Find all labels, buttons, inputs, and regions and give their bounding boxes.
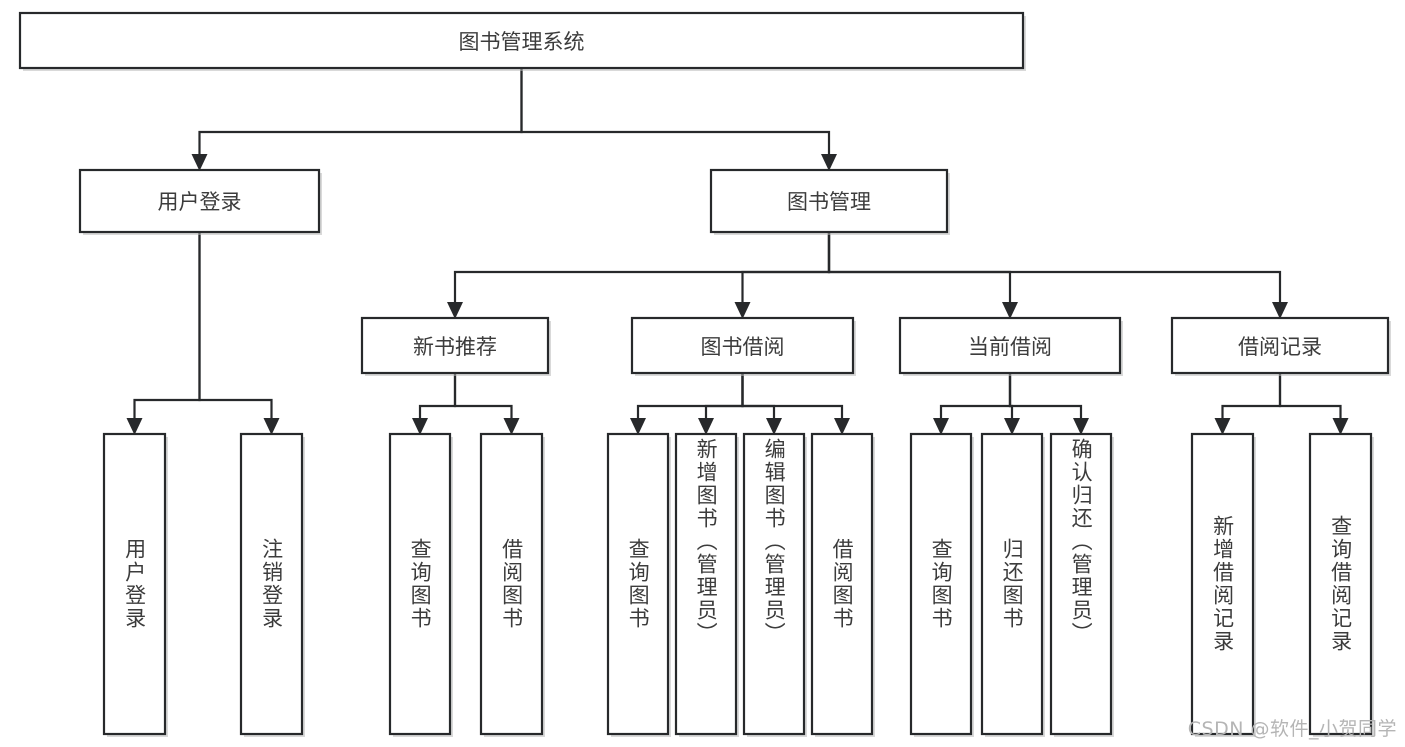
node-leaf_borrow_book_rec[interactable] [479,432,545,737]
node-rect [606,432,670,736]
edge-arrowhead-icon [263,418,280,435]
node-leaf_query_book_rec[interactable] [388,432,453,737]
node-layer [18,11,1391,737]
edge-arrowhead-icon [834,418,850,435]
edge-layer [126,68,1349,435]
edge-book-borrow-to-add [698,373,744,435]
node-leaf_borrow_book_b[interactable] [810,432,875,737]
edge-arrowhead-icon [766,418,782,435]
node-rect [102,432,167,736]
edge-path [520,68,831,159]
node-leaf_query_record[interactable] [1308,432,1374,737]
edge-arrowhead-icon [1214,418,1231,435]
edge-arrowhead-icon [126,418,143,435]
node-rect [1308,432,1373,736]
edge-user-login-to-leaf-user-login [126,232,201,435]
node-l3_borrow_record[interactable] [1170,316,1391,376]
edge-path [741,373,844,423]
edge-path [133,232,201,423]
edge-path [198,232,273,423]
edge-arrowhead-icon [191,154,208,171]
node-l2_book_mgmt[interactable] [709,168,950,235]
node-rect [909,432,973,736]
node-root[interactable] [18,11,1026,71]
node-l3_book_borrow[interactable] [630,316,856,376]
edge-path [827,232,1282,307]
edge-arrowhead-icon [698,418,714,435]
edge-arrowhead-icon [1004,418,1020,435]
node-rect [898,316,1122,375]
node-rect [78,168,321,234]
edge-user-login-to-leaf-logout [198,232,280,435]
edge-arrowhead-icon [1073,418,1089,435]
node-rect [810,432,874,736]
edge-path [1221,373,1282,423]
edge-book-mgmt-to-borrow-record [827,232,1288,319]
edge-path [453,232,831,307]
edge-arrowhead-icon [1002,302,1018,319]
node-rect [980,432,1044,736]
node-leaf_query_book_c[interactable] [909,432,974,737]
edge-book-borrow-to-borrow [741,373,850,435]
edge-arrowhead-icon [447,302,463,319]
node-rect [18,11,1025,70]
node-rect [479,432,544,736]
edge-new-book-rec-to-borrow [453,373,520,435]
node-leaf_edit_book[interactable] [742,432,807,737]
edge-current-borrow-to-query [933,373,1012,435]
edge-arrowhead-icon [734,302,751,319]
edge-book-mgmt-to-new-book-rec [447,232,831,319]
edge-arrowhead-icon [630,418,646,435]
node-rect [709,168,949,234]
node-l3_current_borrow[interactable] [898,316,1123,376]
edge-arrowhead-icon [1272,302,1288,319]
edge-path [704,373,744,423]
edge-current-borrow-to-confirm [1008,373,1089,435]
node-leaf_return_book[interactable] [980,432,1045,737]
node-leaf_user_login[interactable] [102,432,168,737]
edge-path [418,373,457,423]
node-rect [630,316,855,375]
edge-path [741,232,831,307]
edge-path [939,373,1012,423]
node-leaf_add_record[interactable] [1190,432,1256,737]
edge-root-to-user-login [191,68,523,171]
edge-path [827,232,1012,307]
edge-path [453,373,513,423]
node-rect [1190,432,1255,736]
node-rect [360,316,550,375]
edge-borrow-record-to-query [1278,373,1349,435]
edge-arrowhead-icon [503,418,520,435]
edge-current-borrow-to-return [1004,373,1020,435]
node-l3_new_book_rec[interactable] [360,316,551,376]
node-rect [674,432,738,736]
edge-path [1008,373,1083,423]
edge-root-to-book-mgmt [520,68,837,171]
node-rect [239,432,304,736]
edge-new-book-rec-to-query [412,373,457,435]
edge-path [1278,373,1342,423]
node-rect [388,432,452,736]
node-leaf_add_book[interactable] [674,432,739,737]
edge-book-borrow-to-query [630,373,744,435]
edge-arrowhead-icon [412,418,428,435]
edge-path [198,68,523,159]
edge-book-mgmt-to-current-borrow [827,232,1018,319]
edge-borrow-record-to-add [1214,373,1282,435]
edge-arrowhead-icon [821,154,837,171]
node-rect [1049,432,1113,736]
node-l2_user_login[interactable] [78,168,322,235]
edge-path [741,373,776,423]
node-leaf_query_book_b[interactable] [606,432,671,737]
node-leaf_logout[interactable] [239,432,305,737]
edge-book-borrow-to-edit [741,373,782,435]
edge-arrowhead-icon [1332,418,1349,435]
node-rect [742,432,806,736]
edge-arrowhead-icon [933,418,949,435]
edge-path [636,373,744,423]
edge-book-mgmt-to-book-borrow [734,232,831,319]
node-rect [1170,316,1390,375]
node-leaf_confirm_return[interactable] [1049,432,1114,737]
